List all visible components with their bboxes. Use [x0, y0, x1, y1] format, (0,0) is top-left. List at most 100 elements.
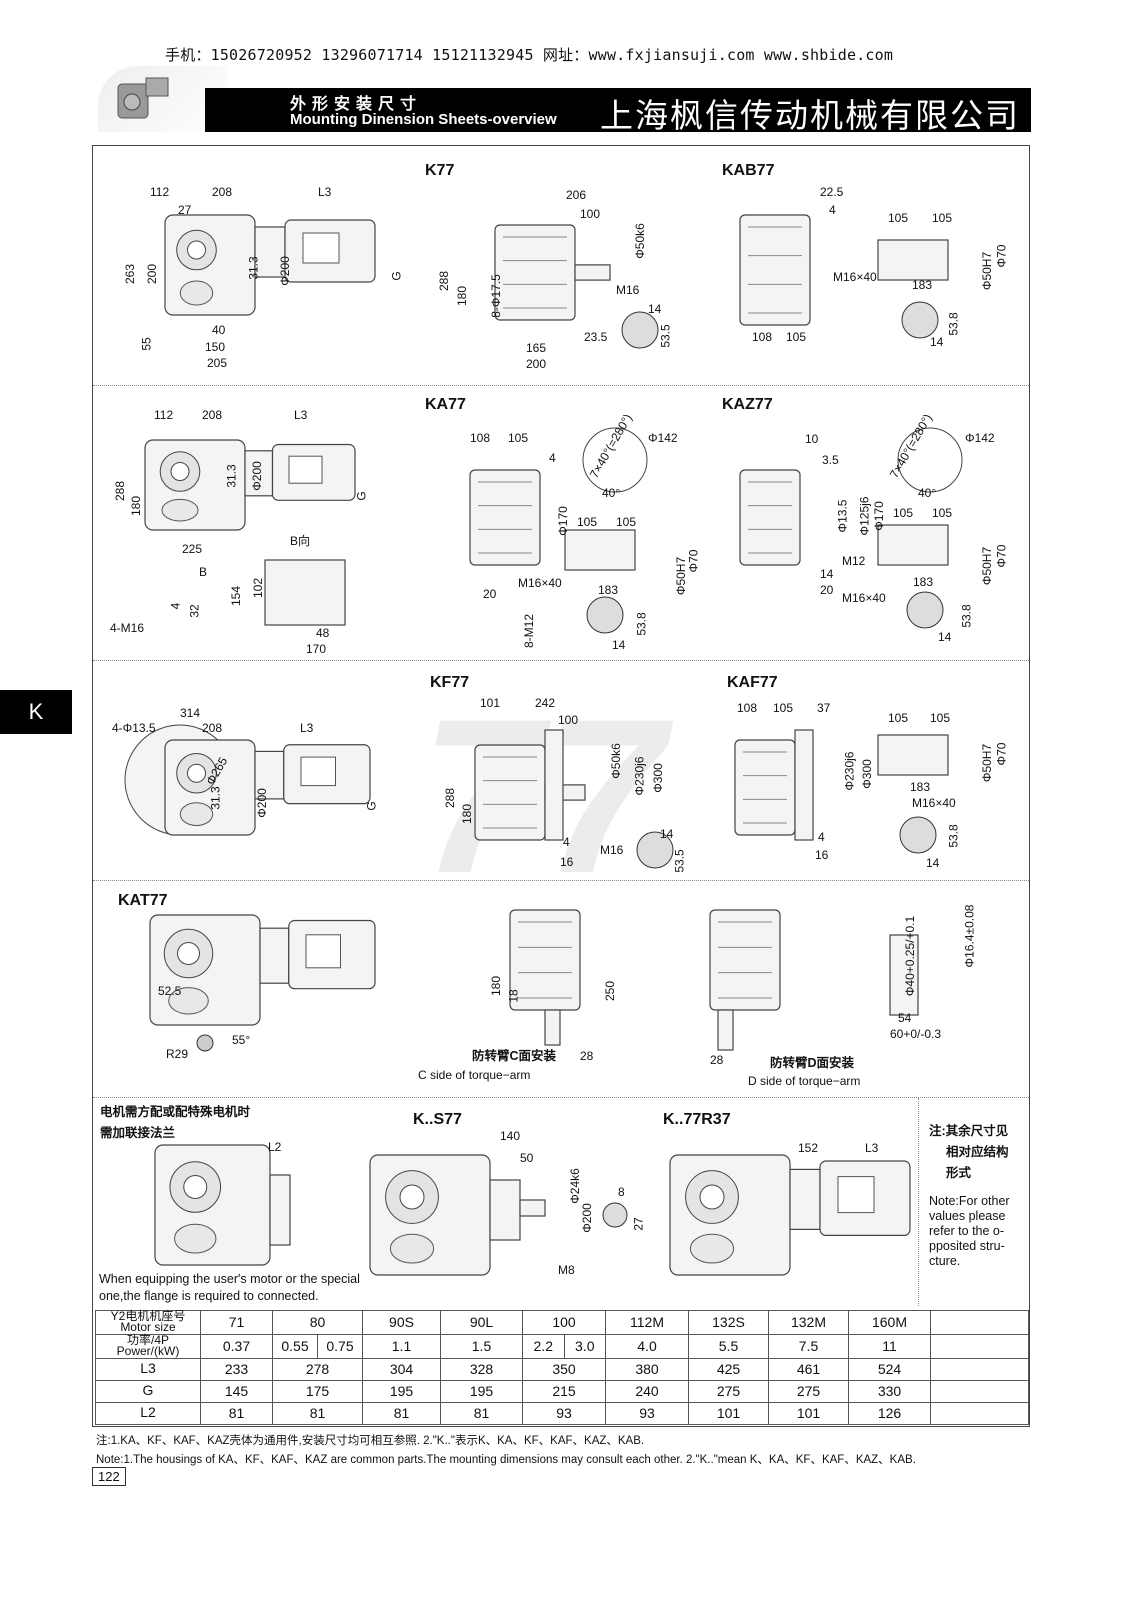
- gearbox-front: [494, 224, 576, 321]
- motor-flange: [259, 927, 290, 984]
- table-cell: 461: [768, 1357, 849, 1381]
- dimension-label: R29: [166, 1047, 189, 1061]
- table-cell: 304: [362, 1357, 441, 1381]
- table-cell-empty: [930, 1379, 1029, 1403]
- table-cell: 101: [768, 1401, 849, 1425]
- table-cell: 3.0: [563, 1333, 606, 1359]
- table-cell: 0.75: [317, 1333, 363, 1359]
- dimension-label: 101: [480, 696, 501, 710]
- flange-note-cn-1: 电机需方配或配特殊电机时: [100, 1105, 251, 1119]
- dimension-label: 250: [603, 980, 618, 1002]
- dimension-label: 206: [566, 188, 587, 202]
- shaft-section: [899, 816, 937, 854]
- table-cell: 132S: [688, 1310, 769, 1335]
- dimension-label: 40°: [602, 486, 621, 500]
- flange-note-en-1: When equipping the user's motor or the s…: [99, 1272, 360, 1286]
- lower-cover: [179, 280, 214, 306]
- shaft-section: [636, 831, 674, 869]
- dimension-label: 180: [489, 975, 504, 997]
- table-cell: 0.55: [272, 1333, 318, 1359]
- row-label: L3: [95, 1357, 201, 1381]
- dimension-label: 105: [577, 515, 598, 529]
- dimension-label: 112: [150, 185, 170, 199]
- dimension-label: 108: [470, 431, 491, 445]
- table-cell: 81: [272, 1401, 363, 1425]
- contact-line: 手机：15026720952 13296071714 15121132945 网…: [165, 46, 894, 64]
- row-label: G: [95, 1379, 201, 1403]
- dimension-label: 40°: [918, 486, 937, 500]
- dimension-label: 105: [888, 711, 909, 725]
- lower-cover: [689, 1233, 735, 1264]
- dimension-label: G: [389, 271, 404, 281]
- lower-cover: [174, 1223, 217, 1254]
- title-cn: 外形安装尺寸: [290, 96, 423, 113]
- table-cell: 93: [522, 1401, 606, 1425]
- company-name: 上海枫信传动机械有限公司: [600, 96, 1020, 135]
- shaft-section: [901, 301, 939, 339]
- shaft-section: [602, 1202, 628, 1228]
- dimension-label: 208: [212, 185, 233, 199]
- table-cell: 71: [200, 1310, 273, 1335]
- dimension-label: 180: [455, 285, 470, 307]
- dimension-label: 10: [805, 432, 819, 446]
- gearbox-front: [474, 744, 546, 841]
- dimension-label: 183: [598, 583, 619, 597]
- dimension-label: Φ142: [648, 431, 678, 445]
- dimension-label: 150: [205, 340, 226, 354]
- input-shaft: [519, 1199, 546, 1217]
- table-cell: 100: [522, 1310, 606, 1335]
- dimension-label: Φ13.5: [835, 499, 850, 533]
- table-cell: 1.5: [440, 1333, 523, 1359]
- table-cell: 112M: [605, 1310, 689, 1335]
- table-cell: 5.5: [688, 1333, 769, 1359]
- shaft-hole: [187, 763, 206, 783]
- lower-cover: [168, 987, 209, 1015]
- section-divider: [93, 880, 1029, 881]
- table-cell: 7.5: [768, 1333, 849, 1359]
- dimension-label: 20: [820, 583, 834, 597]
- dimension-label: 208: [202, 408, 223, 422]
- table-cell-empty: [930, 1357, 1029, 1381]
- dimension-label: 105: [932, 506, 953, 520]
- dimension-label: 105: [893, 506, 914, 520]
- dimension-label: 152: [798, 1141, 819, 1155]
- dimension-label: Φ230j6: [632, 756, 647, 796]
- dimension-label: M16×40: [518, 576, 562, 590]
- note-line: refer to the o-: [929, 1224, 1005, 1238]
- dimension-label: 14: [660, 827, 674, 841]
- dimension-label: 22.5: [820, 185, 844, 199]
- dimension-label: Φ142: [965, 431, 995, 445]
- dimension-label: G: [364, 801, 379, 811]
- shaft-section: [621, 311, 659, 349]
- dimension-label: Φ50k6: [632, 223, 647, 259]
- dimension-label: 105: [773, 701, 794, 715]
- dimension-label: Φ70: [994, 742, 1009, 766]
- dimension-label: 108: [752, 330, 773, 344]
- dimension-label: 60+0/-0.3: [890, 1027, 942, 1041]
- section-divider: [93, 1097, 1029, 1098]
- dimension-label: Φ50H7: [980, 546, 995, 586]
- dimension-label: 8-Φ17.5: [488, 274, 503, 318]
- table-cell: 132M: [768, 1310, 849, 1335]
- side-tab-k[interactable]: K: [0, 690, 72, 734]
- table-cell: 160M: [848, 1310, 931, 1335]
- input-housing: [489, 1179, 521, 1241]
- dimension-label: Φ24k6: [567, 1168, 582, 1204]
- dimension-label: 288: [113, 480, 128, 502]
- dimension-label: 205: [207, 356, 228, 370]
- view-title: KAT77: [118, 892, 168, 909]
- footnote-cn: 注:1.KA、KF、KAF、KAZ壳体为通用件,安装尺寸均可相互参照. 2."K…: [96, 1435, 645, 1447]
- dimension-label: 53.8: [959, 604, 974, 628]
- note-line: values please: [929, 1209, 1006, 1223]
- dimension-label: 288: [437, 270, 452, 292]
- dimension-label: 32: [187, 604, 202, 618]
- title-en: Mounting Dinension Sheets-overview: [290, 111, 557, 128]
- table-cell: 240: [605, 1379, 689, 1403]
- dimension-label: Φ40+0.25/+0.1: [903, 915, 918, 997]
- dimension-label: 100: [558, 713, 579, 727]
- other-note-cn-1: 注:其余尺寸见: [929, 1124, 1009, 1138]
